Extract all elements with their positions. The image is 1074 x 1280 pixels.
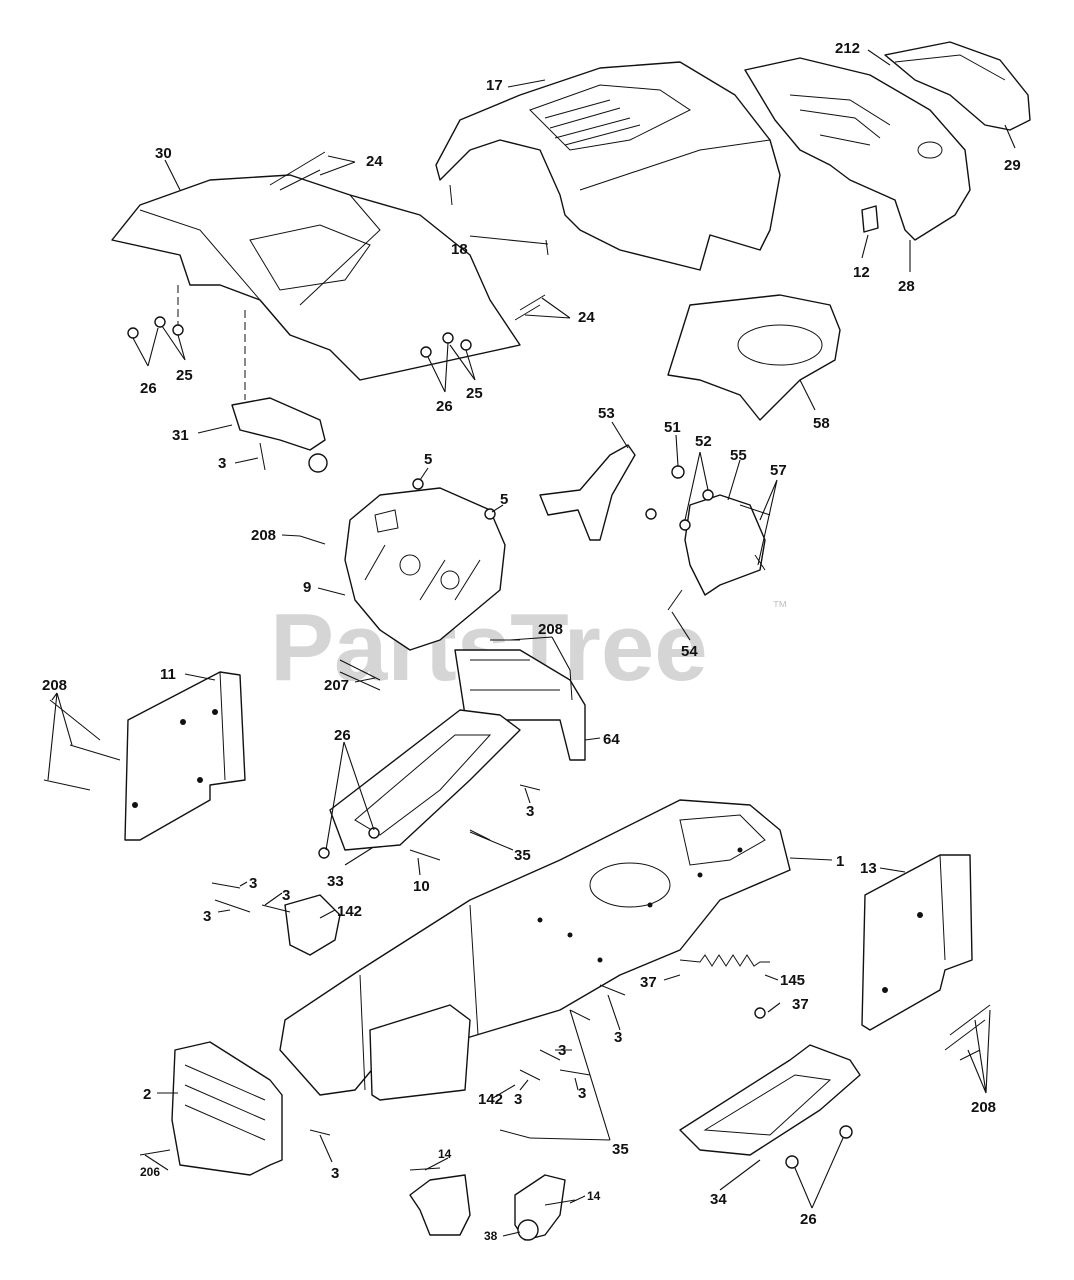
callout-51: 51 — [664, 419, 681, 436]
callout-14: 14 — [587, 1189, 601, 1203]
part-dash-28 — [744, 57, 971, 241]
callout-30: 30 — [155, 145, 172, 162]
callout-208: 208 — [251, 527, 276, 544]
callout-26: 26 — [334, 727, 351, 744]
part-shield-58 — [667, 294, 841, 421]
hardware — [43, 151, 991, 1206]
callout-31: 31 — [172, 427, 189, 444]
part-bracket-53 — [539, 444, 636, 541]
callout-1: 1 — [836, 853, 844, 870]
part-bracket-18 — [449, 184, 549, 256]
callout-10: 10 — [413, 878, 430, 895]
watermark-trademark: ™ — [772, 599, 788, 616]
callout-3: 3 — [218, 455, 226, 472]
callout-11: 11 — [160, 666, 176, 683]
callout-206: 206 — [140, 1165, 160, 1179]
callout-208: 208 — [971, 1099, 996, 1116]
callout-25: 25 — [466, 385, 483, 402]
part-bracket-38 — [409, 1174, 566, 1241]
callout-24: 24 — [578, 309, 595, 326]
callout-52: 52 — [695, 433, 712, 450]
part-plate-2 — [171, 1041, 283, 1176]
callout-64: 64 — [603, 731, 620, 748]
callout-2: 2 — [143, 1086, 151, 1103]
callout-54: 54 — [681, 643, 698, 660]
callout-37: 37 — [792, 996, 809, 1013]
callout-29: 29 — [1004, 157, 1021, 174]
callout-26: 26 — [140, 380, 157, 397]
callout-35: 35 — [514, 847, 531, 864]
callout-3: 3 — [614, 1029, 622, 1046]
part-fender-30 — [111, 174, 521, 400]
part-panel-9 — [344, 487, 506, 651]
callout-3: 3 — [578, 1085, 586, 1102]
part-bracket-142a — [284, 894, 341, 956]
callout-142: 142 — [337, 903, 362, 920]
callout-208: 208 — [538, 621, 563, 638]
part-bracket-31 — [231, 397, 328, 473]
callout-3: 3 — [558, 1042, 566, 1059]
callout-58: 58 — [813, 415, 830, 432]
part-footrest-34 — [679, 1044, 861, 1156]
callout-38: 38 — [484, 1229, 498, 1243]
callout-53: 53 — [598, 405, 615, 422]
callout-57: 57 — [770, 462, 787, 479]
callout-25: 25 — [176, 367, 193, 384]
leader-lines — [47, 49, 1016, 1237]
part-plate-13 — [861, 854, 973, 1031]
callout-3: 3 — [249, 875, 257, 892]
callout-3: 3 — [526, 803, 534, 820]
callout-33: 33 — [327, 873, 344, 890]
callout-24: 24 — [366, 153, 383, 170]
part-hood-17 — [435, 61, 781, 271]
callout-145: 145 — [780, 972, 805, 989]
callout-3: 3 — [203, 908, 211, 925]
callout-3: 3 — [282, 887, 290, 904]
callout-labels: 17 212 30 24 29 18 12 28 24 26 25 26 25 … — [42, 40, 1021, 1243]
callout-212: 212 — [835, 40, 860, 57]
callout-208: 208 — [42, 677, 67, 694]
callout-14: 14 — [438, 1147, 452, 1161]
part-spring-145 — [679, 954, 770, 967]
callout-55: 55 — [730, 447, 747, 464]
callout-13: 13 — [860, 860, 877, 877]
part-bracket-33 — [329, 709, 521, 851]
part-bracket-55 — [684, 494, 766, 596]
callout-26: 26 — [800, 1211, 817, 1228]
callout-28: 28 — [898, 278, 915, 295]
callout-26: 26 — [436, 398, 453, 415]
callout-37: 37 — [640, 974, 657, 991]
callout-3: 3 — [331, 1165, 339, 1182]
callout-142: 142 — [478, 1091, 503, 1108]
callout-17: 17 — [486, 77, 503, 94]
callout-5: 5 — [500, 491, 508, 508]
callout-34: 34 — [710, 1191, 727, 1208]
part-latch-12 — [861, 205, 879, 233]
callout-5: 5 — [424, 451, 432, 468]
callout-12: 12 — [853, 264, 870, 281]
callout-18: 18 — [451, 241, 468, 258]
callout-207: 207 — [324, 677, 349, 694]
callout-3: 3 — [514, 1091, 522, 1108]
part-grille-212 — [884, 41, 1031, 131]
callout-9: 9 — [303, 579, 311, 596]
part-plate-11 — [124, 671, 246, 841]
part-bracket-mid — [369, 1004, 471, 1101]
callout-35: 35 — [612, 1141, 629, 1158]
